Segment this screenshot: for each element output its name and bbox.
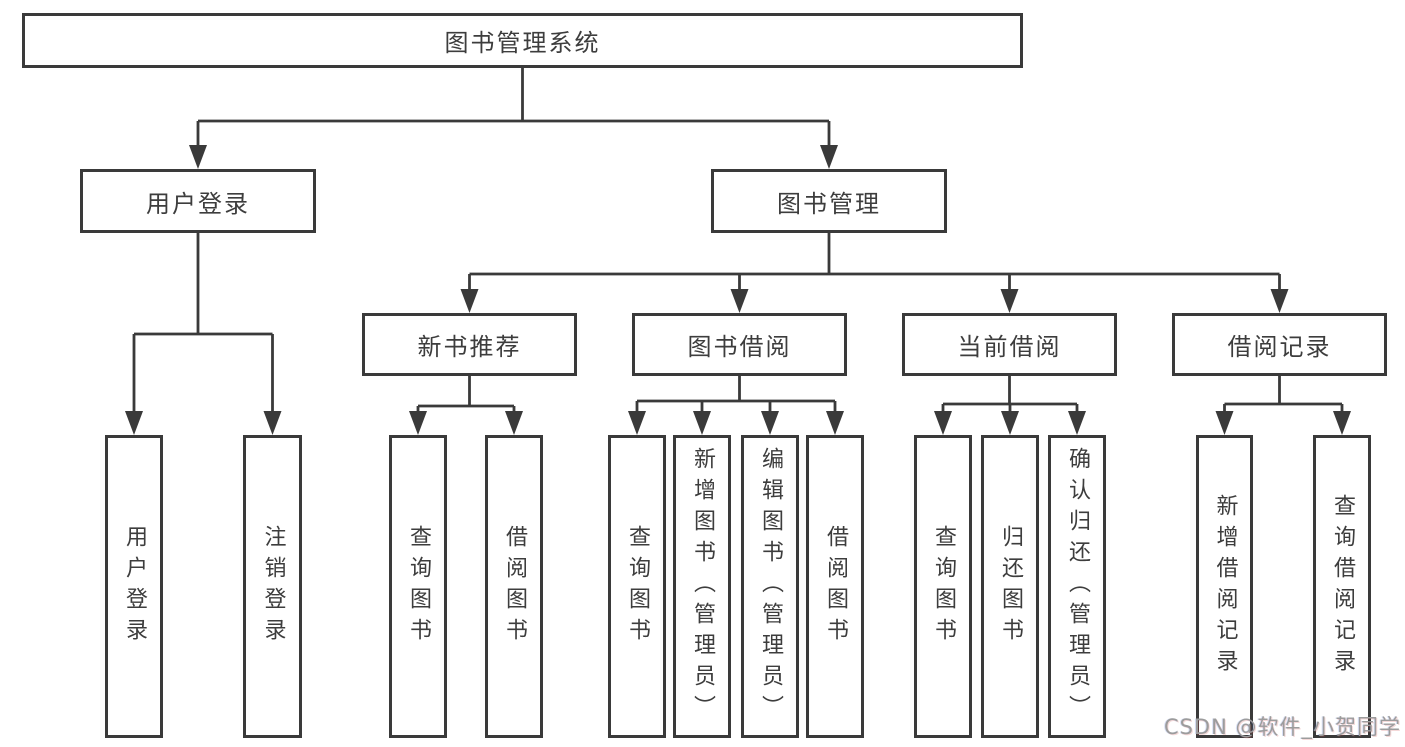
- node-borrow-records: 借阅记录: [1172, 313, 1387, 376]
- connector-bookmgmt-to-level3: [468, 233, 1281, 292]
- node-library-system-label: 图书管理系统: [444, 29, 601, 57]
- leaf-recommend-borrow-books-label: 借阅图书: [502, 524, 527, 649]
- leaf-add-books-admin-label: 新增图书（管理员）: [690, 447, 715, 726]
- leaf-add-borrow-record: 新增借阅记录: [1196, 435, 1253, 738]
- node-user-login-label: 用户登录: [146, 189, 250, 218]
- leaf-query-borrow-record-label: 查询借阅记录: [1330, 493, 1355, 680]
- leaf-query-borrow-record: 查询借阅记录: [1313, 435, 1371, 738]
- connector-bookborrow-to-leaves: [635, 376, 837, 414]
- connector-root-to-level2: [196, 68, 831, 148]
- connector-userlogin-to-leaves: [132, 233, 274, 414]
- leaf-logout: 注销登录: [243, 435, 302, 738]
- leaf-return-books: 归还图书: [981, 435, 1039, 738]
- leaf-user-login: 用户登录: [105, 435, 163, 738]
- node-new-book-recommend: 新书推荐: [362, 313, 577, 376]
- node-book-management: 图书管理: [711, 169, 947, 233]
- leaf-borrow-books-label: 借阅图书: [823, 524, 848, 649]
- leaf-confirm-return-admin: 确认归还（管理员）: [1048, 435, 1106, 738]
- leaf-edit-books-admin: 编辑图书（管理员）: [741, 435, 799, 738]
- node-book-management-label: 图书管理: [777, 189, 881, 218]
- leaf-current-query-books-label: 查询图书: [931, 524, 956, 649]
- connector-borrowrecord-to-leaves: [1223, 376, 1344, 414]
- leaf-confirm-return-admin-label: 确认归还（管理员）: [1065, 447, 1090, 726]
- connector-newbook-to-leaves: [416, 376, 516, 414]
- node-borrow-records-label: 借阅记录: [1227, 333, 1332, 361]
- leaf-recommend-query-books: 查询图书: [389, 435, 447, 738]
- arrowheads: [125, 145, 1351, 435]
- leaf-recommend-query-books-label: 查询图书: [406, 524, 431, 649]
- leaf-edit-books-admin-label: 编辑图书（管理员）: [758, 447, 783, 726]
- leaf-logout-label: 注销登录: [260, 524, 286, 649]
- node-new-book-recommend-label: 新书推荐: [417, 333, 522, 361]
- node-library-system: 图书管理系统: [22, 13, 1023, 68]
- node-current-borrow-label: 当前借阅: [957, 333, 1062, 361]
- leaf-recommend-borrow-books: 借阅图书: [485, 435, 543, 738]
- node-book-borrow: 图书借阅: [632, 313, 847, 376]
- leaf-return-books-label: 归还图书: [998, 524, 1023, 649]
- node-book-borrow-label: 图书借阅: [687, 333, 792, 361]
- node-user-login: 用户登录: [80, 169, 316, 233]
- leaf-add-borrow-record-label: 新增借阅记录: [1212, 493, 1238, 680]
- node-current-borrow: 当前借阅: [902, 313, 1117, 376]
- csdn-watermark: CSDN @软件_小贺同学: [1163, 715, 1401, 739]
- leaf-borrow-query-books-label: 查询图书: [625, 524, 650, 649]
- connector-currentborrow-to-leaves: [941, 376, 1079, 414]
- leaf-user-login-label: 用户登录: [122, 524, 147, 649]
- leaf-borrow-query-books: 查询图书: [608, 435, 666, 738]
- leaf-current-query-books: 查询图书: [914, 435, 972, 738]
- leaf-add-books-admin: 新增图书（管理员）: [673, 435, 731, 738]
- leaf-borrow-books: 借阅图书: [806, 435, 864, 738]
